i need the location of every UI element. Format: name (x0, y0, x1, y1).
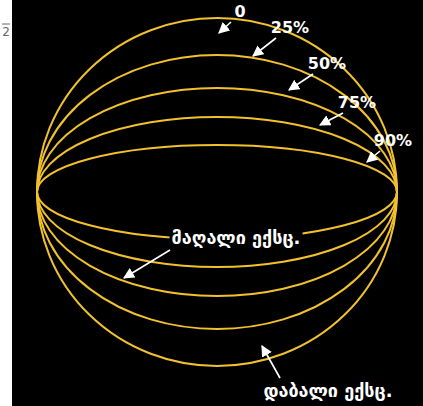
cropped-fraction: 2 (2, 26, 10, 39)
ellipse-e90 (37, 145, 397, 239)
pointer-arrow (219, 22, 231, 33)
ellipse-e50 (37, 88, 397, 296)
pointer-arrow (320, 113, 343, 125)
high-eccentricity-label: მაღალი ექსც. (170, 228, 303, 248)
ellipse-e0 (37, 18, 397, 366)
pointer-arrow (289, 74, 313, 90)
pointer-arrow (262, 346, 280, 378)
pointer-arrow (367, 151, 380, 162)
eccentricity-value: 75% (338, 94, 376, 112)
fraction-bar (2, 24, 10, 25)
eccentricity-value: 0 (234, 3, 245, 21)
eccentricity-value: 90% (374, 132, 412, 150)
eccentricity-value: 25% (271, 19, 309, 37)
low-eccentricity-label: დაბალი ექსც. (261, 381, 394, 401)
eccentricity-value: 50% (308, 55, 346, 73)
background (12, 0, 423, 406)
pointer-arrow (253, 38, 276, 56)
ellipse-e75 (37, 117, 397, 267)
ellipse-e25 (37, 55, 397, 329)
pointer-arrow (124, 250, 170, 278)
